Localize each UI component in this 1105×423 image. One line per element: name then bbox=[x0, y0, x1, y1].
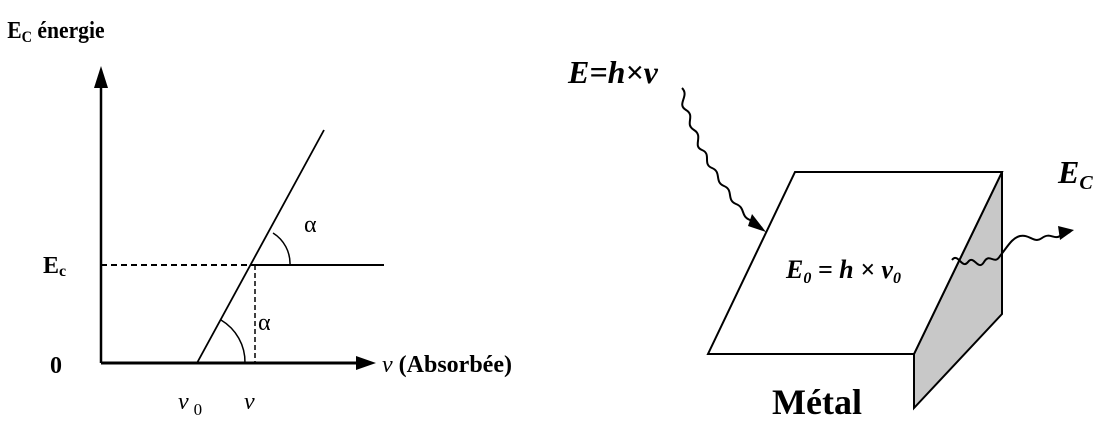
angle-arc-upper bbox=[273, 233, 290, 265]
photoelectric-scheme: E=h×ν E0 = h × ν0 EC Métal bbox=[567, 54, 1093, 422]
x-tick-nu: ν bbox=[244, 389, 255, 415]
angle-label-lower: α bbox=[258, 310, 271, 336]
photon-energy-label: E=h×ν bbox=[567, 54, 659, 90]
y-tick-ec: Ec bbox=[43, 253, 66, 280]
incoming-photon-arrowhead bbox=[748, 214, 766, 232]
y-axis-title: EC énergie bbox=[7, 17, 104, 46]
kinetic-energy-label: EC bbox=[1057, 154, 1093, 194]
metal-label: Métal bbox=[772, 382, 862, 422]
angle-arc-lower bbox=[221, 320, 245, 363]
y-tick-zero: 0 bbox=[50, 353, 62, 379]
emitted-electron-arrowhead bbox=[1058, 226, 1074, 240]
y-axis-arrow bbox=[94, 66, 108, 88]
x-axis-label: ν (Absorbée) bbox=[382, 352, 512, 378]
incoming-photon-wave bbox=[682, 88, 762, 228]
work-function-label: E0 = h × ν0 bbox=[785, 255, 901, 287]
angle-label-upper: α bbox=[304, 212, 317, 238]
energy-graph: EC énergie ν (Absorbée) 0 Ec α α bbox=[7, 17, 512, 419]
x-axis-arrow bbox=[356, 356, 376, 370]
